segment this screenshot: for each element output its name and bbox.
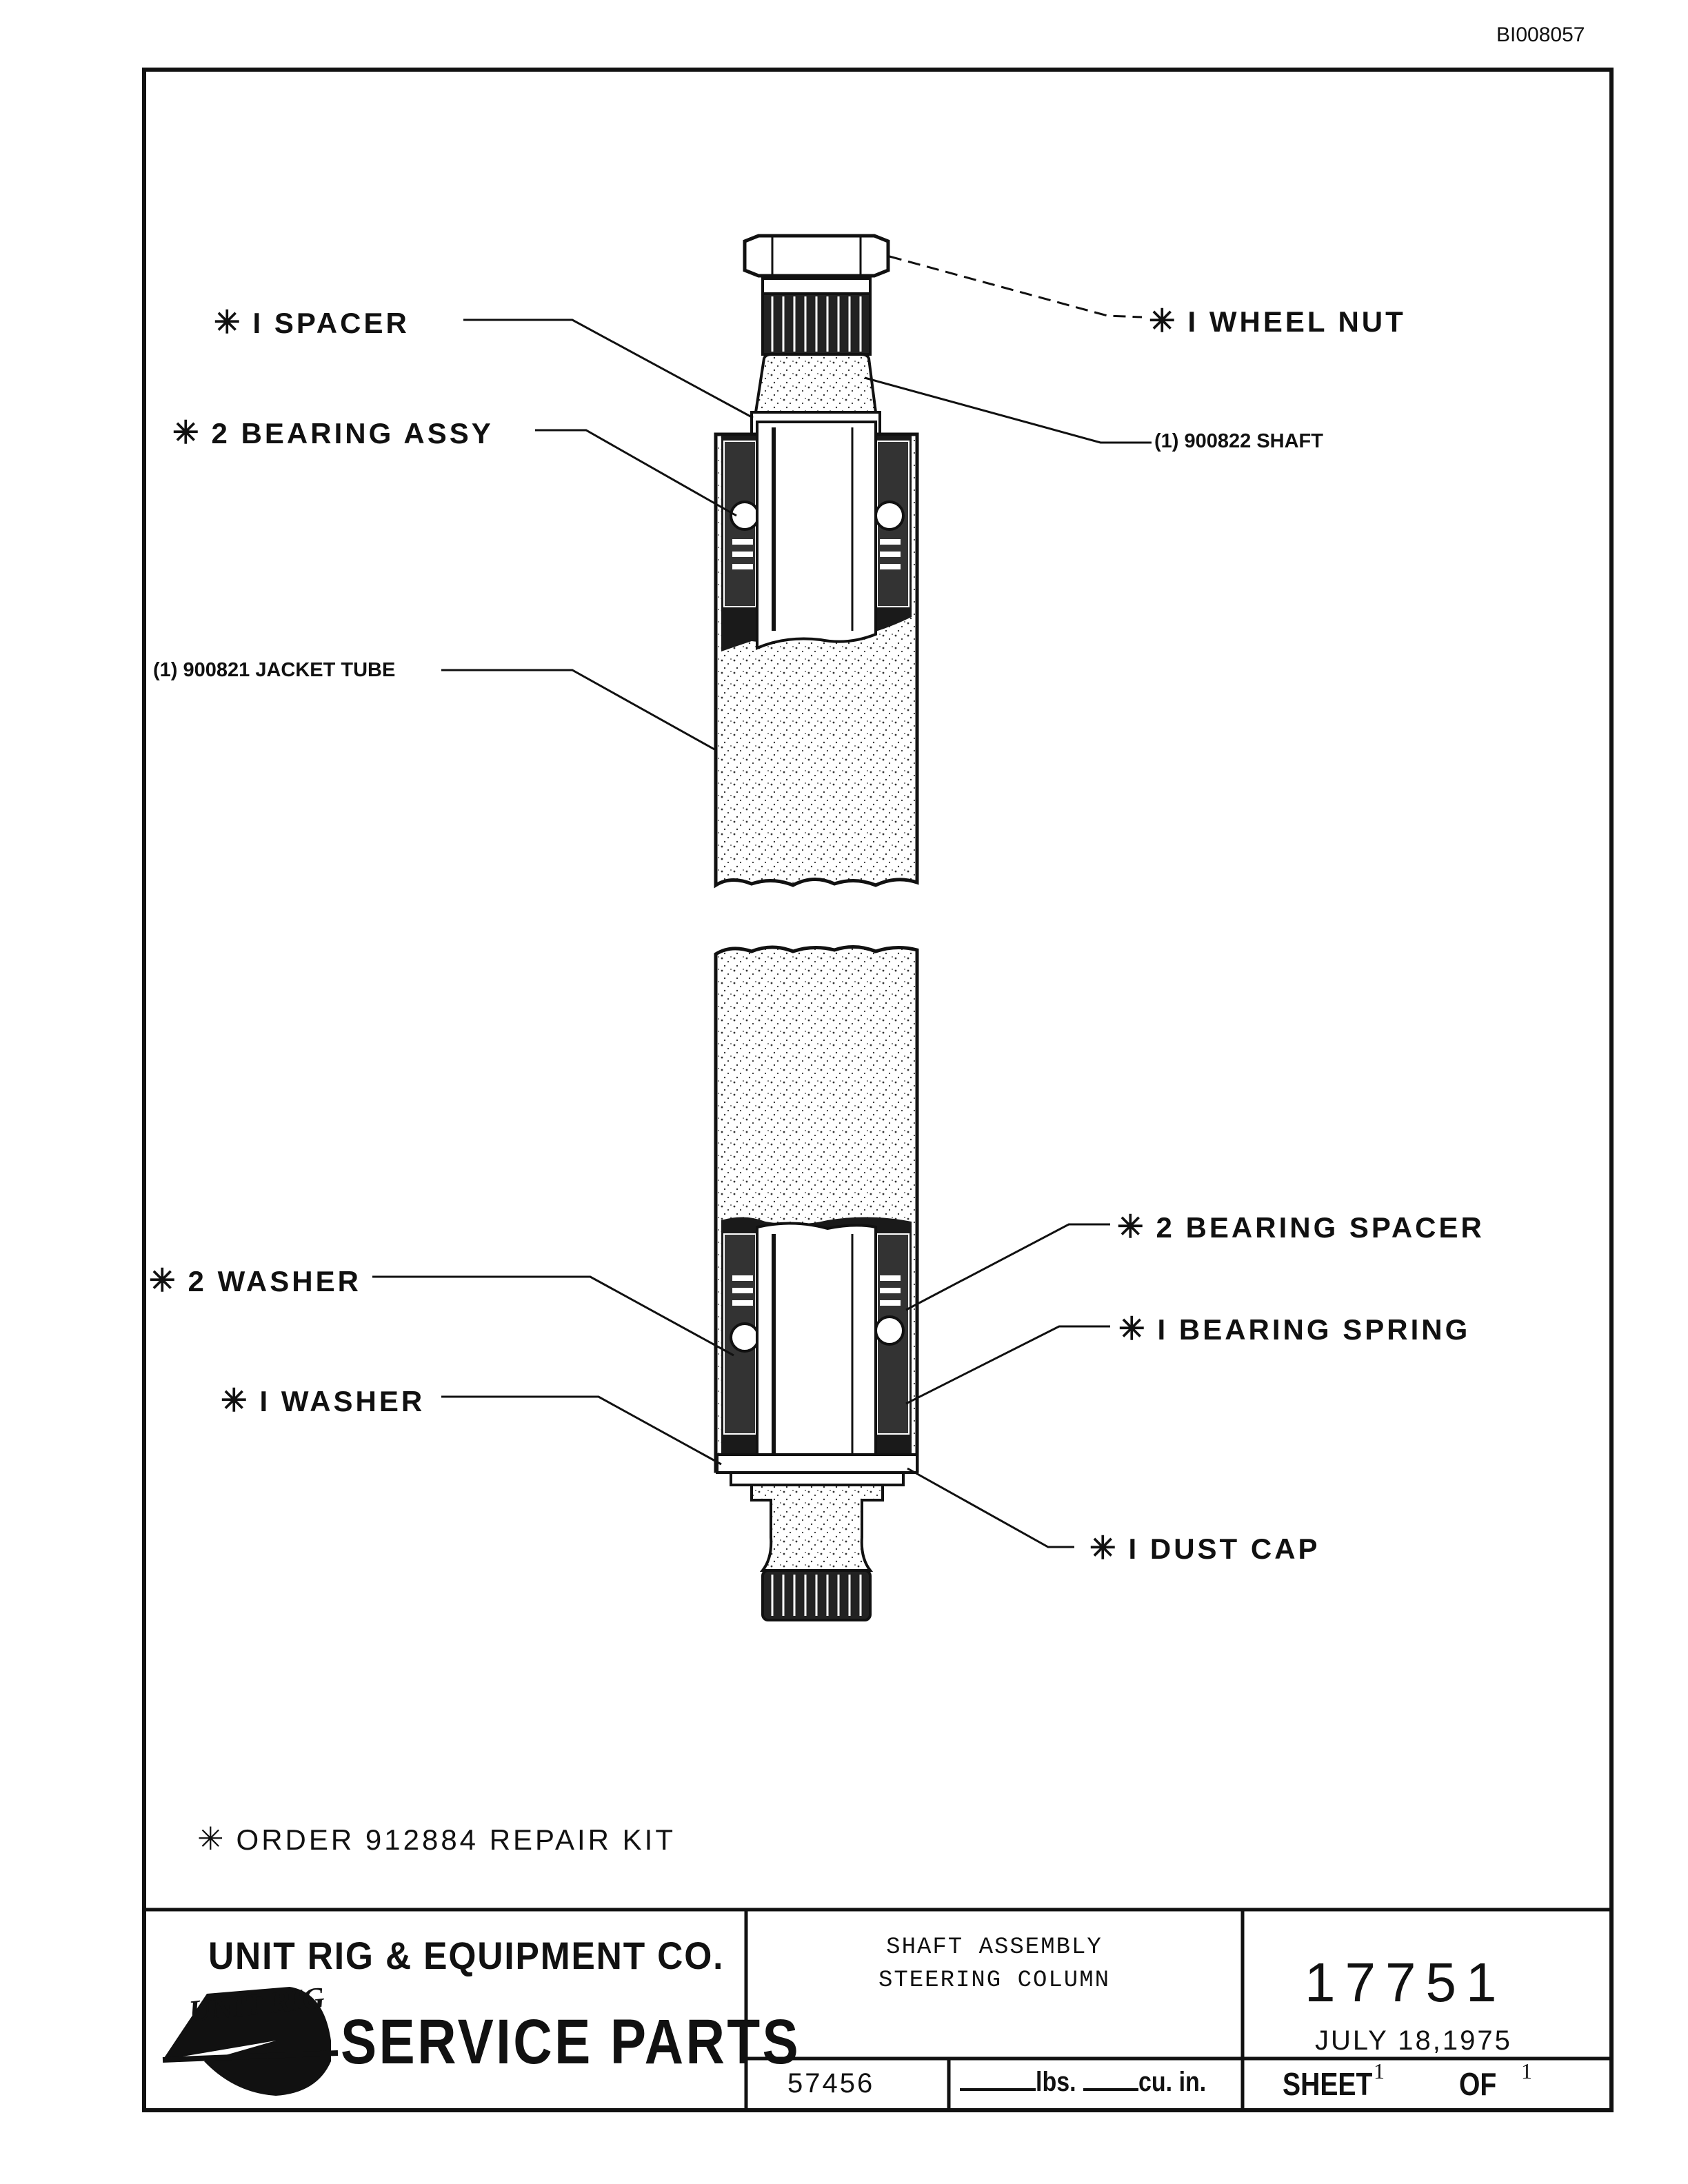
leader-lines	[372, 255, 1152, 1548]
drawing-title-line-1: SHAFT ASSEMBLY	[886, 1934, 1103, 1961]
jacket-tube-upper	[714, 421, 919, 889]
callout-washer-2: ✳2 WASHER	[149, 1262, 361, 1298]
part-reference: 57456	[787, 2068, 875, 2099]
callout-bearing-assy: ✳2 BEARING ASSY	[172, 414, 494, 450]
sheet-field: SHEET	[1283, 2066, 1373, 2102]
title-block-grid	[146, 1908, 1609, 2108]
jacket-tube-lower	[714, 945, 919, 1477]
drawing-frame	[142, 68, 1614, 2112]
unit-rig-logo-mark	[162, 1987, 339, 2096]
callout-bearing-spring: ✳I BEARING SPRING	[1118, 1311, 1471, 1346]
sheet-number: 1	[1374, 2059, 1385, 2083]
asterisk-icon: ✳	[172, 414, 202, 450]
callout-bearing-spacer: ✳2 BEARING SPACER	[1117, 1209, 1485, 1244]
splined-end-bottom	[761, 1569, 872, 1621]
asterisk-icon: ✳	[214, 304, 243, 340]
logo-text: UNIT RIG	[187, 1980, 326, 2029]
weight-volume-field: lbs.cu. in.	[960, 2067, 1218, 2098]
asterisk-icon: ✳	[197, 1821, 227, 1857]
callout-shaft: (1) 900822 SHAFT	[1154, 430, 1323, 452]
callout-dust-cap: ✳I DUST CAP	[1089, 1530, 1320, 1566]
callout-washer-1: ✳I WASHER	[221, 1382, 425, 1418]
service-parts-heading: SERVICE PARTS	[341, 2007, 801, 2077]
callout-jacket-tube: (1) 900821 JACKET TUBE	[153, 659, 396, 681]
drawing-title-line-2: STEERING COLUMN	[878, 1968, 1111, 1994]
document-id: BI008057	[1496, 23, 1585, 46]
of-field: OF	[1459, 2066, 1497, 2102]
company-name: UNIT RIG & EQUIPMENT CO.	[208, 1934, 725, 1977]
title-block: UNIT RIG & EQUIPMENT CO. UNIT RIG SERVIC…	[146, 1910, 1609, 2108]
asterisk-icon: ✳	[1149, 303, 1178, 338]
splined-end-top	[761, 277, 872, 356]
callout-wheel-nut: ✳I WHEEL NUT	[1149, 303, 1406, 338]
asterisk-icon: ✳	[1117, 1209, 1147, 1244]
sheet-total: 1	[1521, 2059, 1532, 2083]
asterisk-icon: ✳	[149, 1262, 179, 1298]
callout-spacer: ✳I SPACER	[214, 304, 410, 340]
drawing-number: 17751	[1305, 1952, 1507, 2013]
asterisk-icon: ✳	[221, 1382, 250, 1418]
wheel-nut-part	[743, 234, 890, 278]
repair-kit-note: ✳ORDER 912884 REPAIR KIT	[197, 1821, 676, 1857]
asterisk-icon: ✳	[1118, 1311, 1148, 1346]
asterisk-icon: ✳	[1089, 1530, 1119, 1566]
drawing-date: JULY 18,1975	[1315, 2025, 1512, 2056]
